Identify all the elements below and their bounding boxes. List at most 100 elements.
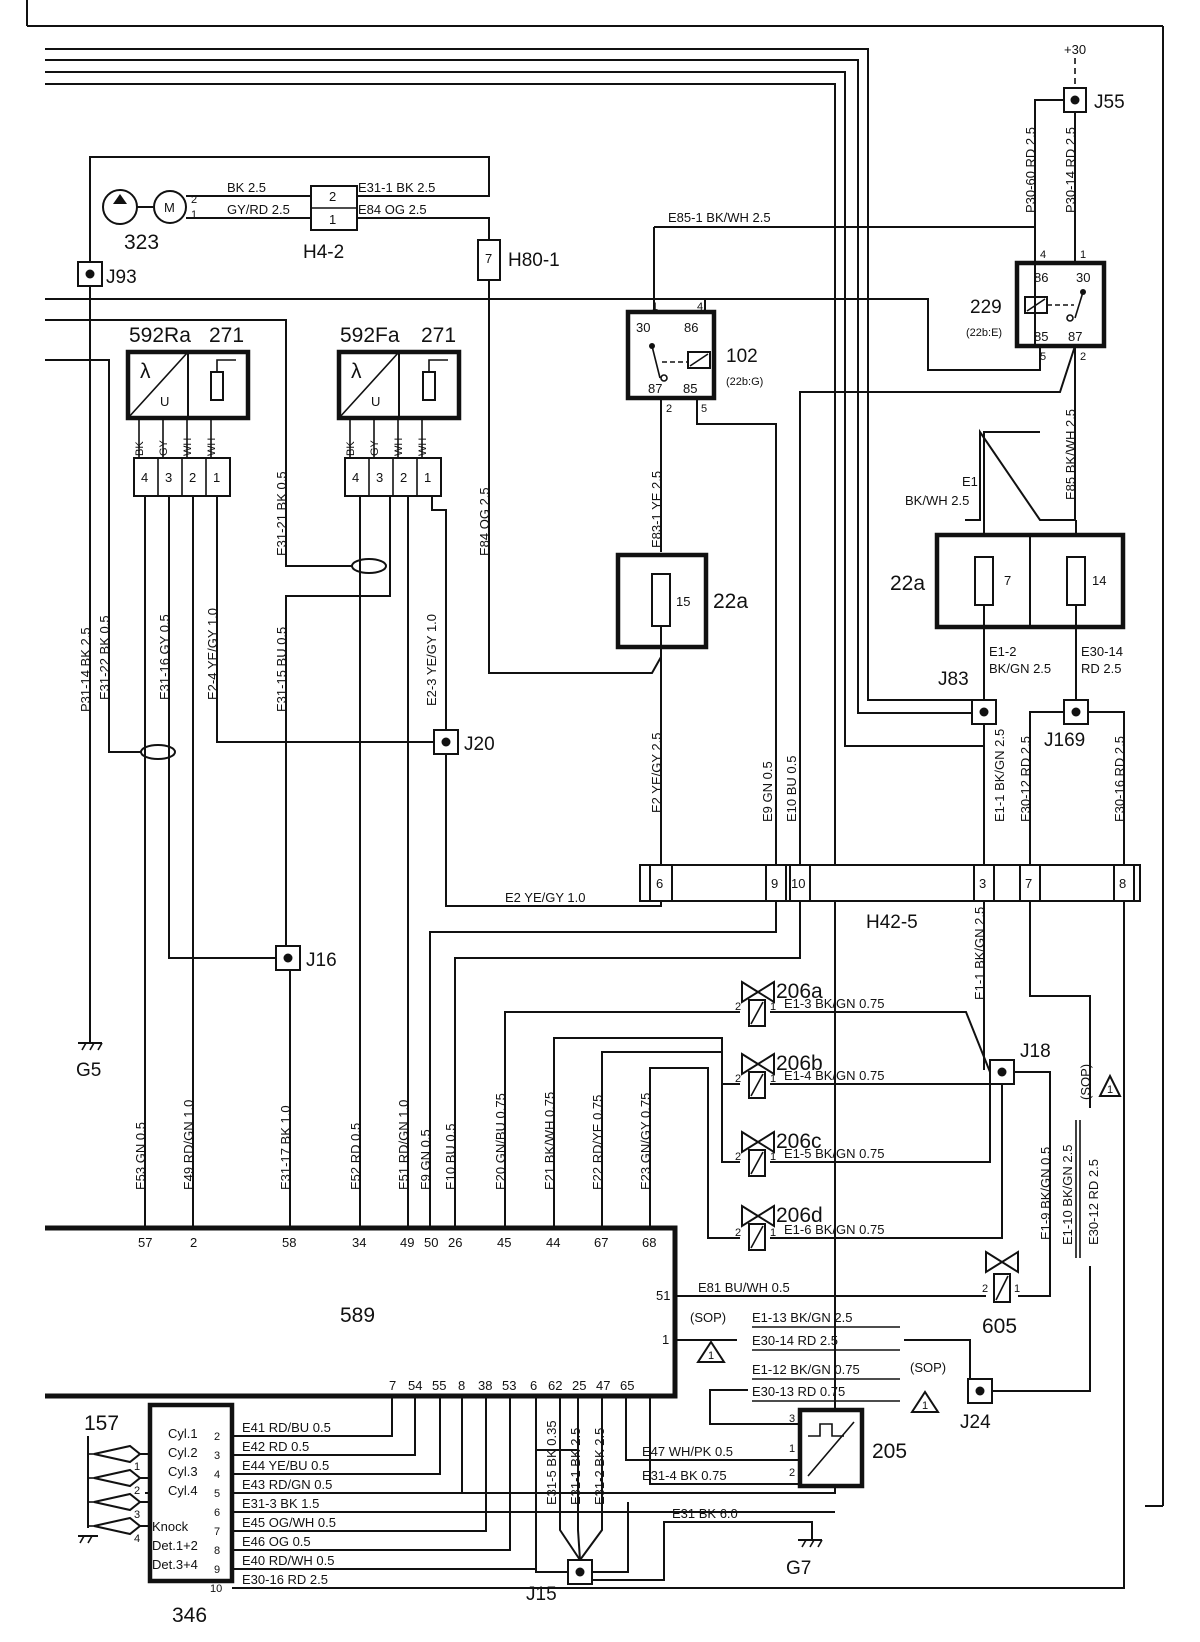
h42-pin-10: 10: [791, 876, 805, 891]
346-pin-4: 4: [214, 1469, 220, 1481]
wire-p31-14: P31-14 BK 2.5: [78, 627, 93, 712]
wire-e31-16: E31-16 GY 0.5: [157, 614, 172, 700]
r229-pin-30: 30: [1076, 270, 1090, 285]
fuse-7: 7: [1004, 573, 1011, 588]
wire-e1-2b: BK/GN 2.5: [989, 661, 1051, 676]
ground-g5: G5: [76, 1042, 103, 1081]
ecu-pin-44: 44: [546, 1235, 560, 1250]
label-g7: G7: [786, 1558, 811, 1579]
h42-pin-8: 8: [1119, 876, 1126, 891]
wire-e31-1low: E31-1 BK 2.5: [568, 1428, 583, 1505]
wire-e49: E49 RD/GN 1.0: [181, 1100, 196, 1190]
346-label-cyl3: Cyl.3: [168, 1464, 198, 1479]
ecu-pin-38: 38: [478, 1378, 492, 1393]
r102-pin-1: 1: [652, 301, 658, 313]
label-229-ref: (22b:E): [966, 327, 1002, 339]
relay-229: +30 J55 P30-60 RD 2.5 P30-14 RD 2.5 4 1 …: [45, 42, 1125, 865]
label-h42-5: H42-5: [866, 912, 918, 933]
motor-pin-1: 1: [191, 209, 197, 221]
h42-pin-3: 3: [979, 876, 986, 891]
r102-pin-30: 30: [636, 320, 650, 335]
label-271a: 271: [209, 324, 244, 347]
206a-pin-1: 1: [770, 1001, 776, 1013]
346-pin-9: 9: [214, 1564, 220, 1576]
ra-col-wh1: WH: [182, 438, 194, 456]
fuse-15: 15: [676, 594, 690, 609]
label-j15: J15: [526, 1584, 557, 1605]
motor-symbol: M: [164, 200, 175, 215]
wire-e46: E46 OG 0.5: [242, 1534, 311, 1549]
wire-e1-4: E1-4 BK/GN 0.75: [784, 1068, 884, 1083]
label-206d: 206d: [776, 1204, 823, 1227]
wire-e40: E40 RD/WH 0.5: [242, 1553, 334, 1568]
ecu-pin-34: 34: [352, 1235, 366, 1250]
label-206b: 206b: [776, 1052, 823, 1075]
c205-pin-2: 2: [789, 1467, 795, 1479]
h42-pin-9: 9: [771, 876, 778, 891]
r102-pin-87: 87: [648, 381, 662, 396]
wire-e43: E43 RD/GN 0.5: [242, 1477, 332, 1492]
346-pin-6: 6: [214, 1507, 220, 1519]
u-ra: U: [160, 394, 169, 409]
r229-pin-5: 5: [1040, 351, 1046, 363]
label-206c: 206c: [776, 1130, 822, 1153]
fuse-box-22a-left: 15 22a E2 YE/GY 2.5: [615, 552, 748, 865]
wire-323-2: BK 2.5: [227, 180, 266, 195]
splices-j83-j169: J83 J169 E1-1 BK/GN 2.5 E30-12 RD 2.5 E3…: [938, 669, 1127, 865]
r229-pin-1: 1: [1080, 249, 1086, 261]
label-271b: 271: [421, 324, 456, 347]
connector-h42-5: E9 GN 0.5 E10 BU 0.5 6 9 10 3 7 8 H42-5: [639, 756, 1141, 933]
ecu-pin-54: 54: [408, 1378, 422, 1393]
ecu-589: 589 E53 GN 0.5 E49 RD/GN 1.0 E31-17 BK 1…: [45, 1092, 678, 1399]
ra-col-bk: BK: [134, 441, 146, 456]
sop-groups: (SOP) 1 E1-13 BK/GN 2.5 E30-14 RD 2.5 E1…: [675, 1266, 1091, 1433]
157-pin-1: 1: [134, 1461, 140, 1473]
fa-pin-1: 1: [424, 470, 431, 485]
wire-e30-16v: E30-16 RD 2.5: [1112, 736, 1127, 822]
ecu-pin-45: 45: [497, 1235, 511, 1250]
label-22a-right: 22a: [890, 572, 925, 595]
wire-e30-12low: E30-12 RD 2.5: [1086, 1159, 1101, 1245]
605-pin-1: 1: [1014, 1283, 1020, 1295]
605-pin-2: 2: [982, 1283, 988, 1295]
wire-e1-3: E1-3 BK/GN 0.75: [784, 996, 884, 1011]
fa-col-bk: BK: [345, 441, 357, 456]
wire-e83-1: E83-1 YE 2.5: [649, 471, 664, 548]
label-j24: J24: [960, 1412, 991, 1433]
r102-pin-86: 86: [684, 320, 698, 335]
splice-j93: J93: [77, 261, 137, 1043]
label-592ra: 592Ra: [129, 324, 191, 347]
ra-col-gy: GY: [158, 439, 170, 456]
label-102-ref: (22b:G): [726, 376, 763, 388]
label-j18: J18: [1020, 1041, 1051, 1062]
wire-e1-2a: E1-2: [989, 644, 1016, 659]
wire-e1-9: E1-9 BK/GN 0.5: [1038, 1147, 1053, 1240]
157-pin-2: 2: [134, 1485, 140, 1497]
sensor-205: 205 3 1 2 E47 WH/PK 0.5 E31-4 BK 0.75: [625, 1396, 907, 1489]
ecu-pin-8: 8: [458, 1378, 465, 1393]
wire-e9-v: E9 GN 0.5: [760, 761, 775, 822]
wire-e81: E81 BU/WH 0.5: [698, 1280, 790, 1295]
wire-e30-13: E30-13 RD 0.75: [752, 1384, 845, 1399]
wire-e1-10: E1-10 BK/GN 2.5: [1060, 1145, 1075, 1245]
ecu-pin-58: 58: [282, 1235, 296, 1250]
wire-e31-4: E31-4 BK 0.75: [642, 1468, 727, 1483]
206c-pin-2: 2: [735, 1151, 741, 1163]
h42-pin-7: 7: [1025, 876, 1032, 891]
sop-vertical: (SOP): [1078, 1064, 1093, 1100]
wire-e84-v: E84 OG 2.5: [477, 487, 492, 556]
fa-col-wh2: WH: [417, 438, 429, 456]
label-j16: J16: [306, 950, 337, 971]
sop-2: (SOP): [910, 1360, 946, 1375]
top-harness-wires: [45, 48, 985, 1494]
wire-p30-14: P30-14 RD 2.5: [1063, 127, 1078, 213]
206a-pin-2: 2: [735, 1001, 741, 1013]
fa-col-wh1: WH: [393, 438, 405, 456]
h4-2-pin-2: 2: [329, 189, 336, 204]
label-j55: J55: [1094, 92, 1125, 113]
wire-e30-14a: E30-14: [1081, 644, 1123, 659]
wire-p30-60: P30-60 RD 2.5: [1023, 127, 1038, 213]
label-323: 323: [124, 231, 159, 254]
wire-e52: E52 RD 0.5: [348, 1123, 363, 1190]
